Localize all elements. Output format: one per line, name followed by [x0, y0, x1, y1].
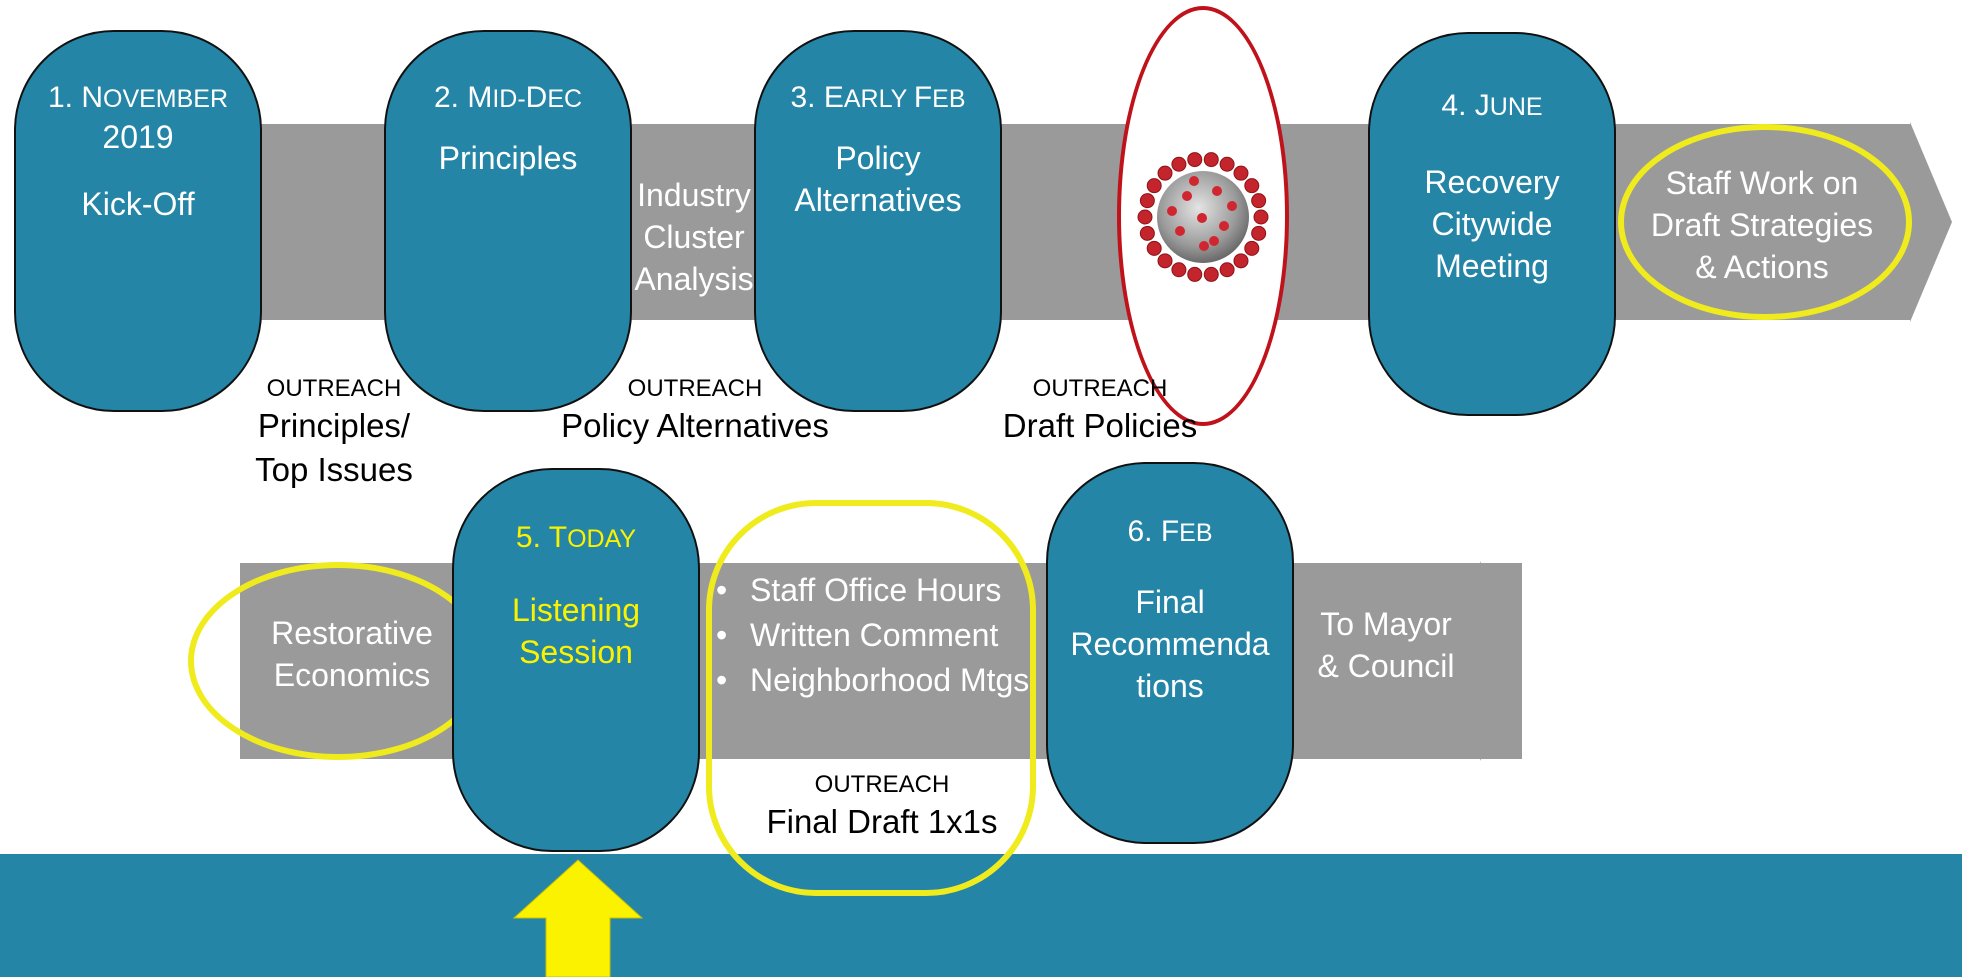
phase-5-today: 5. TODAY Listening Session — [452, 468, 700, 852]
virus-spike — [1219, 156, 1235, 172]
virus-spike — [1157, 165, 1173, 181]
outreach-draft-policies: OUTREACH Draft Policies — [990, 374, 1210, 448]
phase-3-label-line-2: Alternatives — [794, 182, 962, 218]
virus-spike — [1251, 193, 1267, 209]
virus-surface-spike — [1199, 241, 1209, 251]
outreach-label: OUTREACH — [1032, 375, 1168, 402]
outreach-methods-highlight-ring — [706, 500, 1036, 896]
virus-surface-spike — [1227, 201, 1237, 211]
phase-5-label-line-1: Listening — [511, 592, 641, 628]
virus-spike — [1157, 253, 1173, 269]
virus-spike — [1203, 152, 1219, 168]
mayor-line-1: To Mayor — [1320, 606, 1452, 642]
phase-4-label-line-2: Citywide — [1431, 206, 1553, 242]
virus-spike — [1187, 266, 1203, 282]
virus-spike — [1203, 266, 1219, 282]
phase-6-label: Final Recommenda tions — [1048, 581, 1292, 707]
virus-spike — [1146, 240, 1162, 256]
phase-2-mid-dec: 2. MID-DEC Principles — [384, 30, 632, 412]
mayor-line-2: & Council — [1317, 648, 1455, 684]
to-mayor-council-label: To Mayor & Council — [1304, 603, 1468, 687]
phase-4-label: Recovery Citywide Meeting — [1370, 161, 1614, 287]
outreach-label: OUTREACH — [266, 375, 402, 402]
industry-line-2: Cluster — [643, 219, 745, 255]
virus-spike — [1244, 240, 1260, 256]
phase-6-label-line-3: tions — [1136, 668, 1204, 704]
virus-spike — [1171, 262, 1187, 278]
phase-3-label: Policy Alternatives — [756, 137, 1000, 221]
virus-surface-spike — [1175, 226, 1185, 236]
virus-spike — [1233, 165, 1249, 181]
virus-surface-spike — [1212, 186, 1222, 196]
virus-spike — [1253, 209, 1269, 225]
phase-1-year: 2019 — [102, 119, 174, 155]
virus-surface-spike — [1167, 206, 1177, 216]
phase-3-label-line-1: Policy — [835, 140, 921, 176]
phase-6-feb: 6. FEB Final Recommenda tions — [1046, 462, 1294, 844]
virus-spike — [1171, 156, 1187, 172]
virus-spike — [1139, 193, 1155, 209]
coronavirus-icon — [1137, 152, 1269, 282]
staff-work-highlight-ring — [1618, 124, 1912, 320]
phase-1-label: Kick-Off — [81, 186, 195, 222]
virus-spike — [1219, 262, 1235, 278]
phase-3-title: 3. EARLY FEB — [790, 81, 966, 114]
phase-5-title: 5. TODAY — [515, 521, 637, 554]
outreach-policy-alternatives-text: Policy Alternatives — [561, 407, 829, 444]
virus-spike — [1187, 152, 1203, 168]
outreach-label: OUTREACH — [627, 375, 763, 402]
virus-surface-spike — [1209, 236, 1219, 246]
industry-line-1: Industry — [637, 177, 751, 213]
timeline-arrow-tip-row2 — [1480, 561, 1522, 761]
phase-1-november-2019: 1. NOVEMBER 2019 Kick-Off — [14, 30, 262, 412]
outreach-principles: OUTREACH Principles/ Top Issues — [228, 374, 440, 492]
industry-cluster-label: Industry Cluster Analysis — [632, 174, 756, 300]
phase-1-title: 1. NOVEMBER — [47, 81, 229, 114]
phase-2-title: 2. MID-DEC — [433, 81, 583, 114]
virus-surface-spike — [1189, 176, 1199, 186]
outreach-principles-line-1: Principles/ — [257, 407, 411, 444]
industry-line-3: Analysis — [634, 261, 754, 297]
phase-4-june: 4. JUNE Recovery Citywide Meeting — [1368, 32, 1616, 416]
timeline-arrow-tip-row1 — [1910, 122, 1952, 322]
phase-5-label-line-2: Session — [519, 634, 633, 670]
phase-3-early-feb: 3. EARLY FEB Policy Alternatives — [754, 30, 1002, 412]
virus-spike — [1137, 209, 1153, 225]
virus-spike — [1139, 225, 1155, 241]
virus-surface-spike — [1219, 221, 1229, 231]
phase-6-label-line-1: Final — [1135, 584, 1205, 620]
phase-4-title: 4. JUNE — [1441, 89, 1543, 122]
phase-2-label: Principles — [438, 140, 578, 176]
phase-4-label-line-3: Meeting — [1435, 248, 1549, 284]
restorative-highlight-ring — [188, 562, 488, 760]
list-item: Neighborhood Mtgs — [716, 658, 1029, 703]
phase-5-label: Listening Session — [454, 589, 698, 673]
virus-surface-spike — [1182, 191, 1192, 201]
outreach-principles-line-2: Top Issues — [255, 451, 413, 488]
virus-spike — [1146, 178, 1162, 194]
virus-spike — [1251, 225, 1267, 241]
outreach-policy-alternatives: OUTREACH Policy Alternatives — [540, 374, 850, 448]
virus-surface-spike — [1197, 213, 1207, 223]
phase-6-title: 6. FEB — [1127, 515, 1213, 548]
outreach-draft-policies-text: Draft Policies — [1002, 407, 1198, 444]
up-arrow-icon — [512, 859, 644, 977]
list-item: Written Comment — [716, 613, 1029, 658]
phase-6-label-line-2: Recommenda — [1070, 626, 1270, 662]
phase-4-label-line-1: Recovery — [1424, 164, 1560, 200]
virus-spike — [1233, 253, 1249, 269]
virus-spike — [1244, 178, 1260, 194]
